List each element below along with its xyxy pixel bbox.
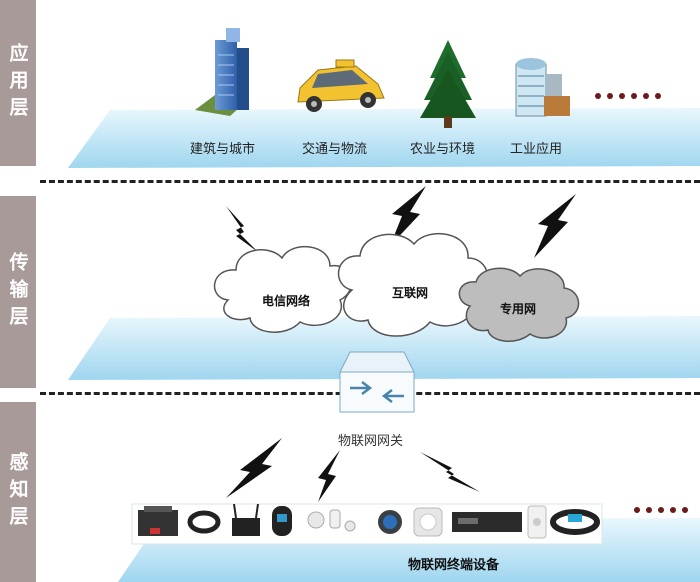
layer-divider [40,180,700,183]
smart-band-icon [550,509,600,535]
layer-label-application: 应用层 [0,0,36,166]
device-strip [131,503,603,545]
lightning-icon [390,186,426,246]
private-cloud [458,267,580,342]
private-network-label: 专用网 [500,302,537,316]
gateway-icon [339,351,415,413]
lightning-icon [534,194,576,258]
router-icon [232,503,260,536]
app-caption-agriculture: 农业与环境 [410,142,476,157]
sensor-icon [307,509,356,532]
set-top-box-icon [452,512,522,532]
telecom-network-label: 电信网络 [262,294,311,308]
wristband-icon [187,510,221,534]
app-caption-transport: 交通与物流 [302,142,368,157]
ellipsis-dots [634,507,688,513]
app-caption-industry: 工业应用 [510,142,563,157]
application-platform [68,108,700,168]
layer-label-transport: 传输层 [0,196,36,388]
telecom-cloud [213,245,353,333]
devices-label: 物联网终端设备 [408,558,500,573]
smart-plug-icon [527,505,547,539]
smoke-detector-icon [413,507,443,537]
app-caption-building: 建筑与城市 [190,142,256,157]
taxi-icon [297,59,385,112]
ellipsis-dots [595,93,661,99]
tree-icon [420,40,476,128]
lightning-icon [420,452,480,492]
fitness-band-icon [272,506,292,536]
lightning-icon [226,438,282,498]
factory-icon [515,58,570,117]
gateway-label: 物联网网关 [338,434,404,449]
thermostat-icon [378,510,402,534]
printer-icon [138,506,178,536]
lightning-icon [318,450,340,502]
building-icon [195,28,249,116]
layer-label-perception: 感知层 [0,402,36,582]
internet-label: 互联网 [392,286,429,300]
lightning-icon [226,206,258,252]
